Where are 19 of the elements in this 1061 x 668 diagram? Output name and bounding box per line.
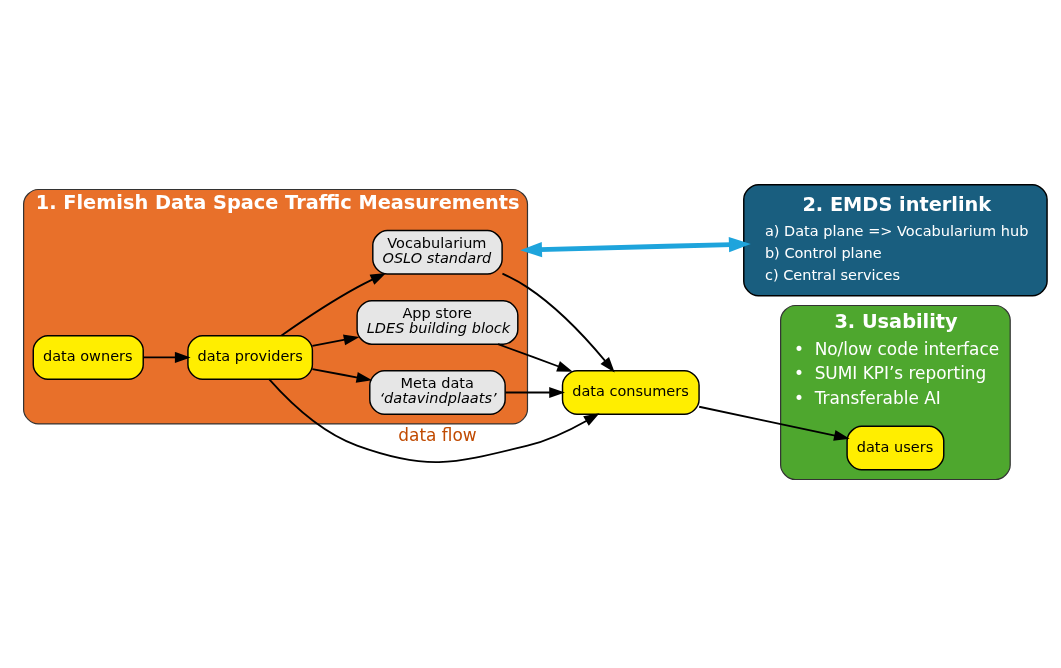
arrow	[142, 351, 191, 363]
node-box: 2. EMDS interlink a) Data plane => Vocabularium hub b) Control plane c) Central services	[743, 183, 1048, 297]
edge-label: data flow	[398, 424, 477, 445]
node-box: Vocabularium OSLO standard	[372, 229, 503, 275]
node-box: data users	[846, 425, 945, 471]
node-box: App store LDES building block	[356, 299, 519, 345]
arrow	[268, 378, 600, 463]
arrow	[501, 272, 615, 373]
node-box: Meta data ‘datavindplaats’	[369, 369, 506, 415]
arrow	[311, 334, 360, 347]
arrow	[504, 386, 565, 398]
arrow	[311, 367, 373, 383]
node-box: data consumers	[561, 369, 700, 415]
node-box: data providers	[187, 334, 314, 380]
node-box: data owners	[32, 334, 144, 380]
arrow	[520, 236, 751, 257]
arrow	[280, 272, 387, 336]
arrow	[698, 405, 850, 441]
arrow	[497, 342, 573, 372]
